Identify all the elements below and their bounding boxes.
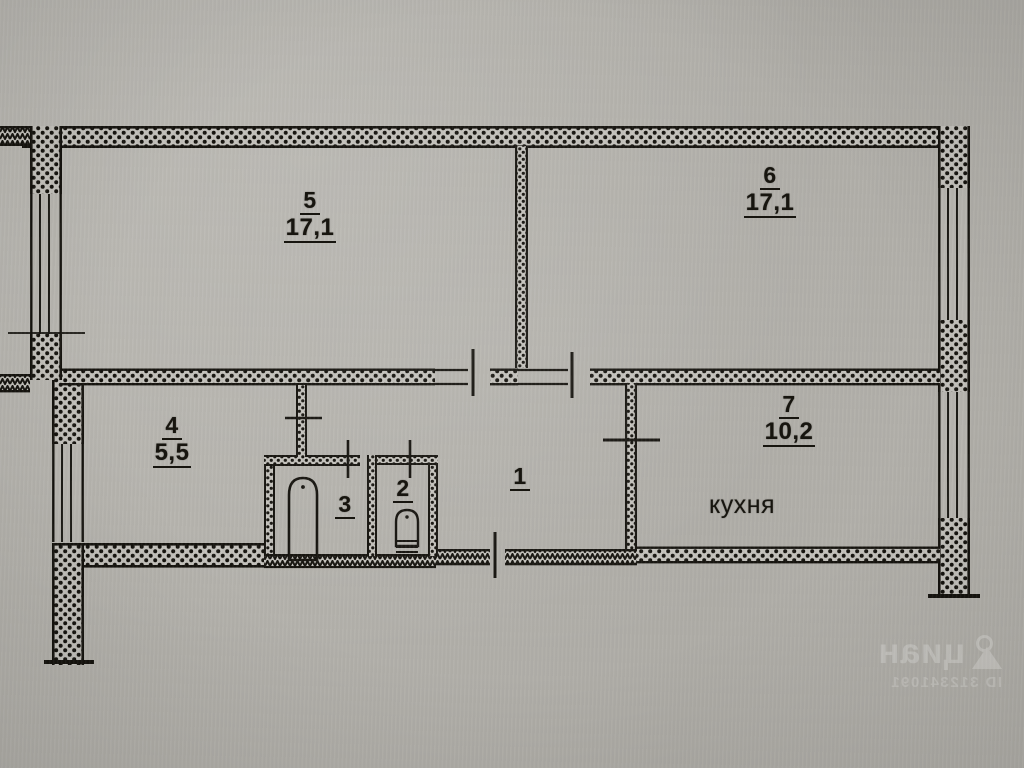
room-number-6: 6 <box>760 162 780 190</box>
wall-bottom-room4 <box>84 543 264 568</box>
room-name-kitchen: кухня <box>709 491 776 519</box>
wall-middle-right <box>590 368 940 386</box>
room-label-4: 4 5,5 <box>122 412 222 469</box>
room-label-6: 6 17,1 <box>720 162 820 219</box>
room-label-3: 3 <box>320 491 370 519</box>
exterior-wall-left <box>30 126 84 542</box>
room-number-1: 1 <box>510 463 530 491</box>
room-number-3: 3 <box>335 491 355 519</box>
room-area-6: 17,1 <box>743 189 797 219</box>
door-opening-corridor-right <box>518 352 574 398</box>
room-area-4: 5,5 <box>152 439 192 469</box>
exterior-wall-right <box>928 126 980 598</box>
room-label-5: 5 17,1 <box>260 187 360 244</box>
exterior-wall-top <box>22 126 970 148</box>
room-label-1: 1 <box>495 463 545 491</box>
room-area-5: 17,1 <box>283 214 337 244</box>
room-label-2: 2 <box>378 475 428 503</box>
partition-room5-room6 <box>515 146 528 368</box>
wall-stub-left-edge-mid <box>0 374 30 393</box>
wall-stub-left-edge <box>0 126 30 146</box>
wall-stub-to-bath <box>285 385 322 457</box>
room-number-5: 5 <box>300 187 320 215</box>
wall-middle-left <box>62 368 435 386</box>
room-area-7: 10,2 <box>762 418 816 448</box>
wall-bottom-corridor <box>430 532 637 578</box>
room-number-2: 2 <box>393 475 413 503</box>
door-opening-corridor-left <box>435 349 475 396</box>
walls-group <box>0 126 980 665</box>
room-label-7: 7 10,2 <box>739 391 839 448</box>
room-number-7: 7 <box>779 391 799 419</box>
room-number-4: 4 <box>162 412 182 440</box>
bath-wc-block <box>264 440 438 569</box>
wall-bottom-kitchen <box>637 546 940 564</box>
wall-bottom-left-outer <box>44 543 94 665</box>
wall-middle-segment-a <box>490 368 518 386</box>
bathtub-fixture <box>287 476 319 562</box>
toilet-fixture <box>394 508 420 553</box>
partition-corridor-kitchen <box>603 383 660 555</box>
